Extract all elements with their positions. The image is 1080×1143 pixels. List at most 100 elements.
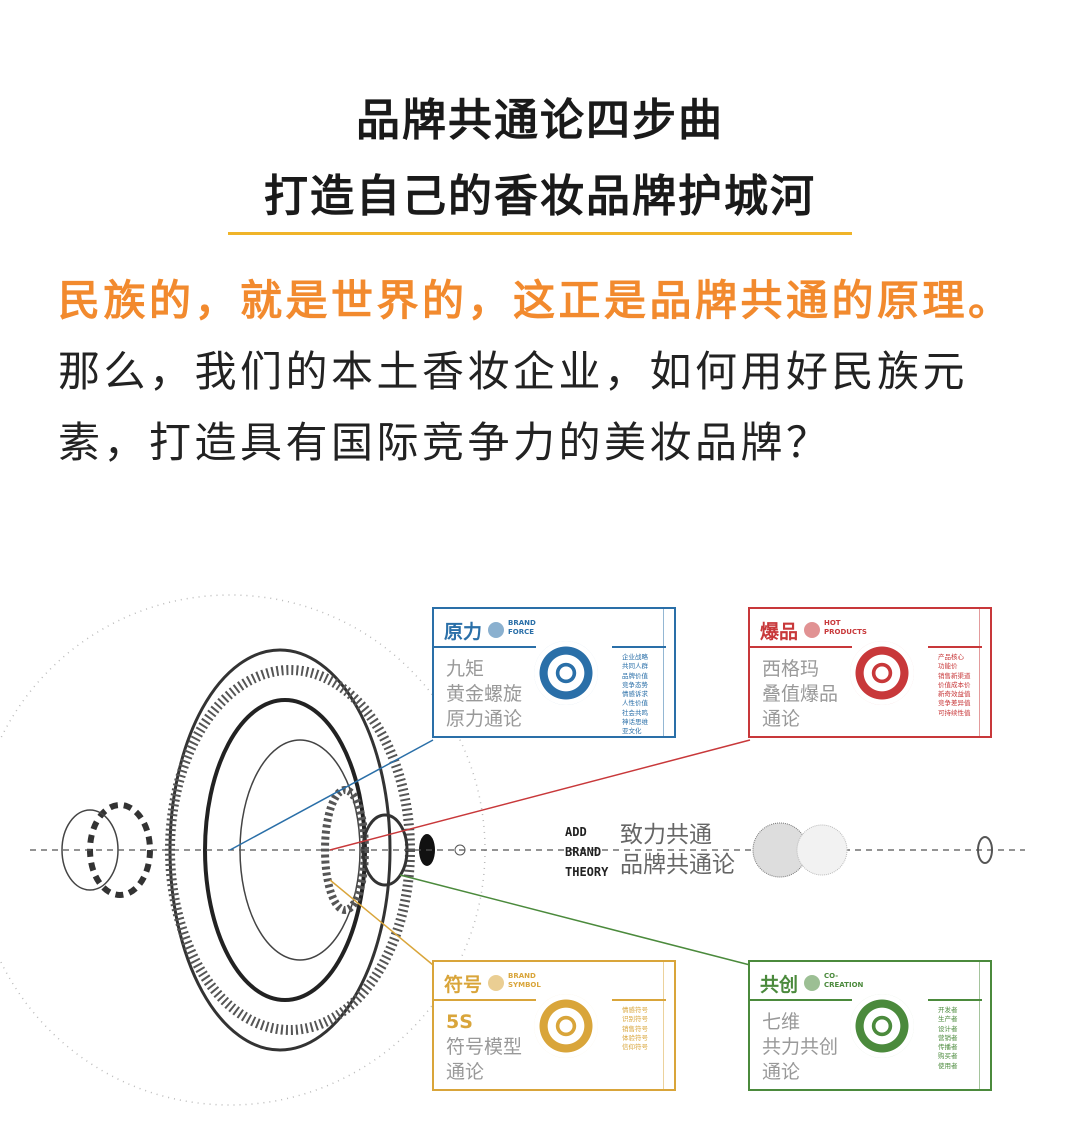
- card-title: 符号: [444, 974, 483, 996]
- badge-icon: [804, 622, 820, 638]
- slogan-line: 致力共通: [620, 822, 712, 848]
- card-en: CO-CREATION: [824, 972, 884, 990]
- list-item: 设计者: [938, 1024, 958, 1033]
- en2: SYMBOL: [508, 981, 541, 989]
- card-rule: [928, 999, 982, 1001]
- card-list: 企业战略共同人群品牌价值竞争态势情感诉求人性价值社会共鸣神话思维亚文化: [622, 653, 648, 737]
- list-item: 竞争态势: [622, 680, 648, 689]
- list-item: 传播者: [938, 1043, 958, 1052]
- list-item: 亚文化: [622, 727, 642, 736]
- card-line: 通论: [762, 708, 801, 730]
- list-item: 竞争差异值: [938, 699, 971, 708]
- list-item: 产品核心: [938, 653, 964, 661]
- en1: CO-: [824, 972, 839, 980]
- add-brand-theory-label: ADD BRAND THEORY: [565, 822, 608, 882]
- list-item: 使用者: [938, 1061, 958, 1070]
- en-line: THEORY: [565, 865, 609, 879]
- ring-graphic-icon: [850, 641, 914, 705]
- connector-green: [399, 874, 751, 966]
- card-rule: [612, 999, 666, 1001]
- card-line: 通论: [446, 1061, 485, 1083]
- card-line: 七维: [762, 1011, 801, 1033]
- list-item: 价值成本价: [938, 680, 971, 689]
- card-list: 开发者生产者设计者营销者传播者购买者使用者: [938, 1006, 958, 1071]
- card-title: 爆品: [760, 621, 799, 643]
- list-item: 购买者: [938, 1052, 958, 1061]
- list-item: 情感诉求: [622, 690, 648, 699]
- badge-icon: [804, 975, 820, 991]
- card-line: 九矩: [446, 658, 485, 680]
- heading-line-2: 打造自己的香妆品牌护城河: [264, 171, 816, 222]
- card-rule: [928, 646, 982, 648]
- heading-line-1: 品牌共通论四步曲: [356, 95, 724, 146]
- list-item: 识别符号: [622, 1015, 648, 1024]
- badge-icon: [488, 975, 504, 991]
- list-item: 社会共鸣: [622, 708, 648, 717]
- card-strip: [663, 962, 664, 1089]
- list-item: 销售新渠道: [938, 671, 971, 680]
- connector-red: [329, 739, 751, 851]
- list-item: 信仰符号: [622, 1043, 648, 1052]
- divider: [228, 232, 852, 235]
- list-item: 功能价: [938, 662, 958, 671]
- card-line: 符号模型: [446, 1036, 523, 1058]
- en1: HOT: [824, 619, 841, 627]
- card-3: 共创 CO-CREATION 七维共力共创通论 开发者生产者设计者营销者传播者购买…: [748, 960, 992, 1091]
- card-rule: [612, 646, 666, 648]
- card-line: 通论: [762, 1061, 801, 1083]
- ring-graphic-icon: [534, 641, 598, 705]
- list-item: 企业战略: [622, 653, 648, 661]
- card-rule: [750, 646, 852, 648]
- en-line: ADD: [565, 825, 587, 839]
- en1: BRAND: [508, 972, 536, 980]
- card-strip: [663, 609, 664, 736]
- card-rule: [434, 999, 536, 1001]
- card-line: 叠值爆品: [762, 683, 839, 705]
- list-item: 品牌价值: [622, 671, 648, 680]
- list-item: 销售符号: [622, 1024, 648, 1033]
- list-item: 神话思维: [622, 718, 648, 727]
- card-line: 黄金螺旋: [446, 683, 523, 705]
- card-strip: [979, 609, 980, 736]
- card-rule: [750, 999, 852, 1001]
- list-item: 营销者: [938, 1033, 958, 1042]
- card-strip: [979, 962, 980, 1089]
- globe-icon: [796, 824, 848, 876]
- list-item: 人性价值: [622, 699, 648, 708]
- en2: PRODUCTS: [824, 628, 867, 636]
- list-item: 情感符号: [622, 1006, 648, 1014]
- center-slogan: 致力共通 品牌共通论: [620, 820, 735, 880]
- badge-icon: [488, 622, 504, 638]
- card-lines: 5S 符号模型通论: [446, 1010, 522, 1085]
- list-item: 开发者: [938, 1006, 958, 1014]
- en1: BRAND: [508, 619, 536, 627]
- ring-graphic-icon: [850, 994, 914, 1058]
- list-item: 体验符号: [622, 1033, 648, 1042]
- connector-blue: [229, 739, 434, 851]
- card-line: 共力共创: [762, 1036, 839, 1058]
- list-item: 可持续性值: [938, 708, 971, 717]
- card-list: 情感符号识别符号销售符号体验符号信仰符号: [622, 1006, 648, 1052]
- highlight-text: 民族的，就是世界的，这正是品牌共通的原理。: [58, 276, 1014, 325]
- card-title: 共创: [760, 974, 799, 996]
- intro-paragraph: 民族的，就是世界的，这正是品牌共通的原理。那么，我们的本土香妆企业，如何用好民族…: [58, 265, 1028, 478]
- card-lines: 西格玛叠值爆品通论: [762, 657, 838, 732]
- card-list: 产品核心功能价销售新渠道价值成本价新奇效益值竞争差异值可持续性值: [938, 653, 971, 718]
- en-line: BRAND: [565, 845, 602, 859]
- slogan-line: 品牌共通论: [620, 852, 735, 878]
- card-lines: 九矩黄金螺旋原力通论: [446, 657, 522, 732]
- card-line: 5S: [446, 1011, 473, 1033]
- connector-gold: [329, 879, 434, 966]
- card-line: 西格玛: [762, 658, 820, 680]
- card-lines: 七维共力共创通论: [762, 1010, 838, 1085]
- ring-graphic-icon: [534, 994, 598, 1058]
- list-item: 共同人群: [622, 662, 648, 671]
- body-text: 那么，我们的本土香妆企业，如何用好民族元素，打造具有国际竞争力的美妆品牌？: [58, 347, 969, 467]
